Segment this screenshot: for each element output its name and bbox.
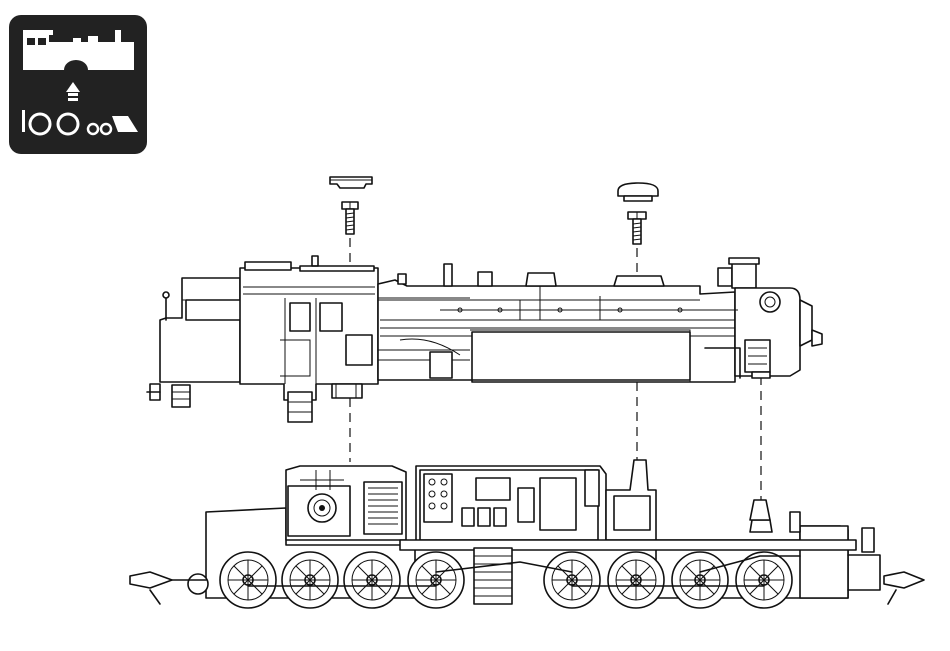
- left-cover-cap: [330, 177, 372, 188]
- right-screw: [628, 212, 646, 244]
- left-screw: [342, 202, 358, 234]
- locomotive-body-shell: [147, 256, 822, 422]
- locomotive-chassis: [130, 460, 924, 608]
- locomotive-body-removal-icon: [9, 15, 147, 154]
- right-cover-cap: [618, 183, 658, 201]
